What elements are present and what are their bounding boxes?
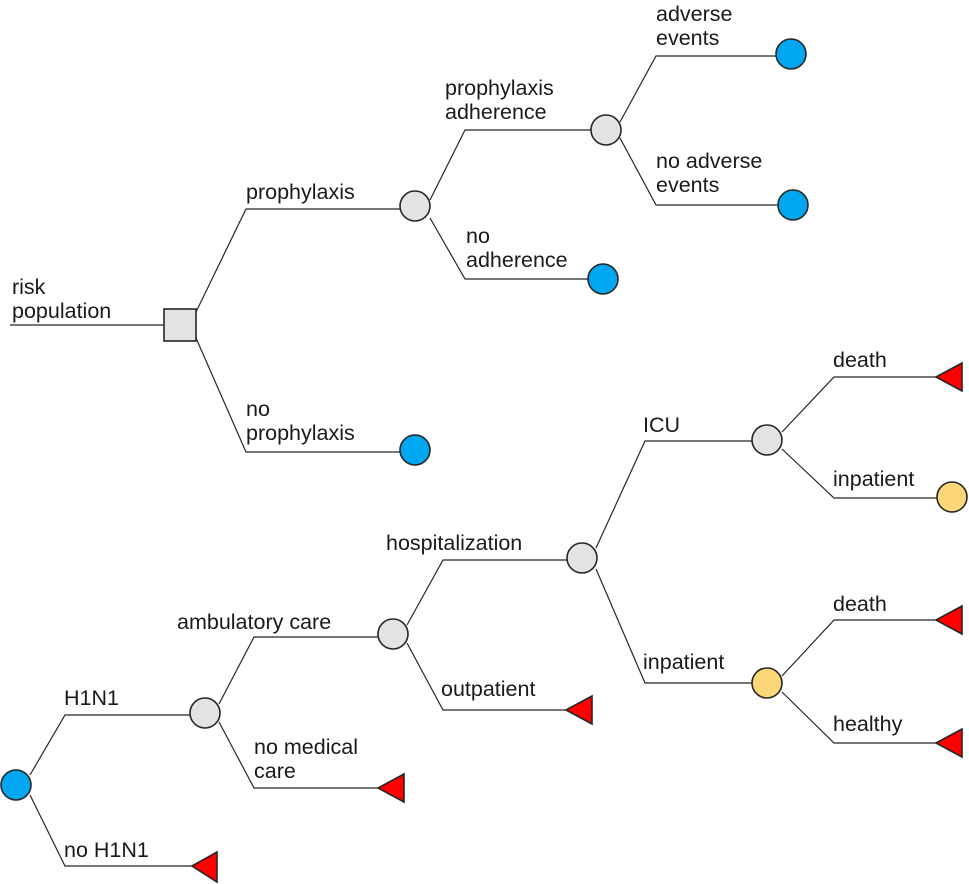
label-ambulatory-care: ambulatory care (177, 610, 331, 634)
edge-icu-death (781, 376, 936, 433)
edge-icu-inpatient (781, 448, 937, 499)
terminal-node-no-adherence (587, 263, 619, 295)
terminal-triangle-inpatient-death (934, 604, 963, 636)
edge-no-adverse (619, 137, 778, 206)
label-hospitalization: hospitalization (386, 531, 522, 555)
decision-node-risk-population (163, 308, 197, 342)
edge-no-adherence (429, 217, 589, 280)
label-prophylaxis-adherence: prophylaxis adherence (445, 76, 560, 124)
label-inpatient-death: death (833, 592, 887, 616)
terminal-triangle-no-h1n1 (190, 850, 218, 884)
chance-node-ambulatory-care (377, 618, 409, 650)
terminal-triangle-outpatient (564, 694, 593, 726)
terminal-node-icu-inpatient (936, 481, 968, 513)
edge-no-h1n1 (29, 794, 192, 867)
edge-adherence (429, 129, 591, 201)
label-no-medical-care: no medical care (254, 735, 364, 783)
edge-hospitalization (406, 559, 567, 626)
edge-no-medical-care (218, 721, 378, 789)
tree-prophylaxis: risk population prophylaxis no prophylax… (10, 2, 809, 466)
chance-node-inpatient (751, 667, 783, 699)
label-no-h1n1: no H1N1 (64, 838, 149, 862)
chance-node-icu (751, 424, 783, 456)
label-risk-population: risk population (12, 275, 111, 323)
terminal-node-adverse-events (775, 38, 807, 70)
label-prophylaxis: prophylaxis (246, 180, 355, 204)
edge-prophylaxis (195, 208, 400, 313)
label-no-adverse-events: no adverse events (656, 149, 768, 197)
label-icu-inpatient: inpatient (833, 467, 914, 491)
chance-node-prophylaxis (399, 190, 431, 222)
edge-adverse (619, 55, 776, 123)
edge-icu (595, 440, 752, 549)
terminal-triangle-no-medical-care (376, 772, 405, 804)
tree-h1n1: H1N1 no H1N1 ambulatory care no medical … (0, 348, 968, 884)
edge-no-prophylaxis (195, 337, 401, 453)
edge-ambulatory-care (218, 636, 378, 705)
terminal-node-no-prophylaxis (399, 434, 431, 466)
edge-inpatient (595, 568, 752, 684)
edge-inpatient-death (781, 619, 936, 677)
edge-h1n1 (29, 714, 191, 776)
label-no-adherence: no adherence (466, 224, 568, 272)
label-icu: ICU (643, 413, 680, 437)
label-adverse-events: adverse events (656, 2, 738, 50)
terminal-triangle-icu-death (934, 361, 963, 393)
edge-outpatient (406, 642, 566, 711)
chance-node-h1n1 (189, 697, 221, 729)
chance-node-hospitalization (566, 542, 598, 574)
label-inpatient: inpatient (643, 650, 724, 674)
label-no-prophylaxis: no prophylaxis (246, 397, 355, 445)
edge-inpatient-healthy (781, 691, 936, 744)
terminal-triangle-healthy (934, 727, 963, 759)
terminal-node-no-adverse-events (777, 189, 809, 221)
label-inpatient-healthy: healthy (833, 712, 903, 736)
label-h1n1: H1N1 (64, 686, 119, 710)
chance-node-h1n1-root (0, 769, 32, 801)
label-icu-death: death (833, 348, 887, 372)
label-outpatient: outpatient (441, 677, 535, 701)
chance-node-adherence (590, 114, 622, 146)
